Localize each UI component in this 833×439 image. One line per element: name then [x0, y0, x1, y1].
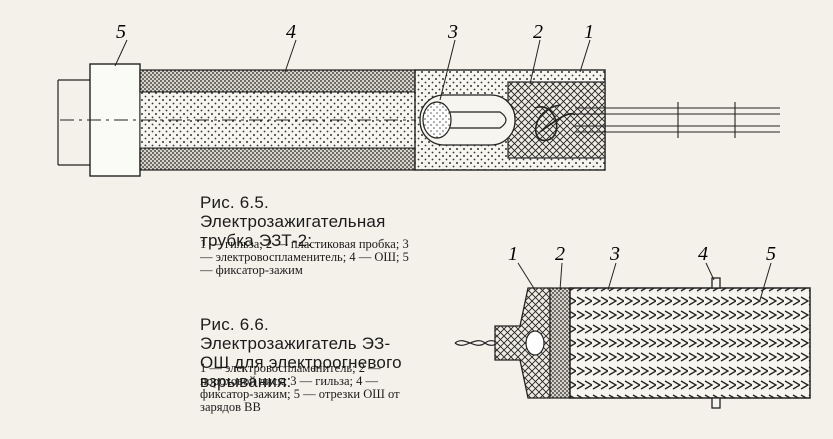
figure-6-5-caption: Рис. 6.5. Электрозажигательная трубка ЭЗ…	[200, 193, 386, 250]
figure-6-5-legend: 1 — гильза; 2 — пластиковая пробка; 3 — …	[200, 237, 409, 277]
figure-6-6-caption: Рис. 6.6. Электрозажигатель ЭЗ-ОШ для эл…	[200, 315, 402, 391]
callout-1-4: 4	[286, 21, 296, 43]
lead-wires-left	[57, 79, 90, 166]
callout-1-5: 5	[116, 21, 126, 43]
cord-sheath-bottom	[139, 147, 416, 171]
callout-1-3: 3	[447, 21, 458, 43]
lead-wires-right	[575, 102, 780, 138]
electric-igniter	[419, 94, 516, 146]
cord-sheath-top	[139, 69, 416, 93]
figure-6-6-legend: 1 — электровоспламенитель; 2 — пороховой…	[200, 361, 400, 414]
callout-1-1: 1	[584, 21, 594, 43]
wire-knot	[534, 104, 576, 142]
callout-1-2: 2	[533, 21, 543, 43]
